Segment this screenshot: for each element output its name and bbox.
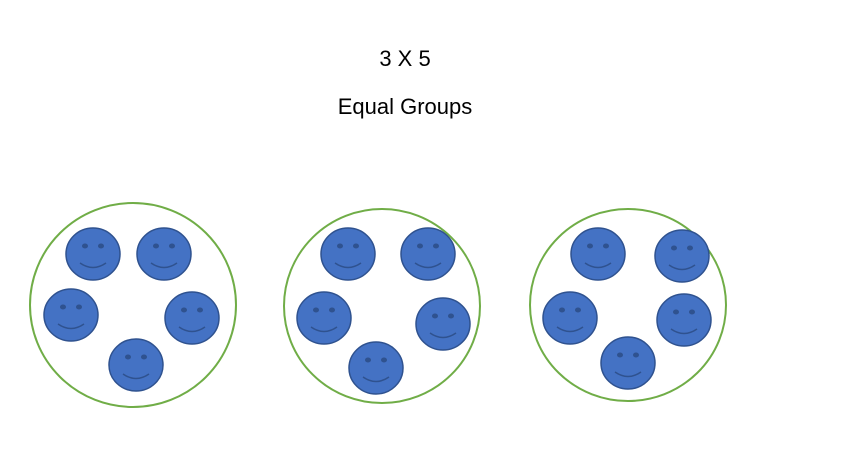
smiley-head <box>164 291 220 345</box>
smiley-eye <box>633 352 639 358</box>
smiley-head <box>348 341 404 395</box>
smiley-face-icon <box>656 293 712 347</box>
smiley-eye <box>181 307 187 313</box>
smiley-mouth <box>334 262 362 269</box>
smiley-eye <box>417 243 423 249</box>
smiley-eye <box>448 313 454 319</box>
smiley-mouth <box>79 262 107 269</box>
smiley-head <box>656 293 712 347</box>
group-circle <box>529 208 727 402</box>
smiley-face-icon <box>654 229 710 283</box>
smiley-head <box>654 229 710 283</box>
smiley-mouth <box>429 332 457 339</box>
smiley-eye <box>559 307 565 313</box>
group-1 <box>29 202 237 408</box>
group-2 <box>283 208 481 404</box>
smiley-eye <box>365 357 371 363</box>
smiley-head <box>415 297 471 351</box>
smiley-eye <box>337 243 343 249</box>
smiley-mouth <box>584 262 612 269</box>
smiley-mouth <box>614 371 642 378</box>
smiley-eye <box>329 307 335 313</box>
smiley-eye <box>353 243 359 249</box>
smiley-eye <box>60 304 66 310</box>
smiley-face-icon <box>296 291 352 345</box>
smiley-eye <box>153 243 159 249</box>
smiley-eye <box>617 352 623 358</box>
smiley-face-icon <box>400 227 456 281</box>
smiley-mouth <box>414 262 442 269</box>
equal-groups-subtitle: Equal Groups <box>337 94 473 119</box>
smiley-head <box>570 227 626 281</box>
smiley-eye <box>141 354 147 360</box>
smiley-mouth <box>362 376 390 383</box>
smiley-eye <box>673 309 679 315</box>
smiley-face-icon <box>542 291 598 345</box>
smiley-eye <box>82 243 88 249</box>
smiley-mouth <box>178 326 206 333</box>
smiley-eye <box>689 309 695 315</box>
smiley-eye <box>98 243 104 249</box>
smiley-face-icon <box>600 336 656 390</box>
smiley-mouth <box>122 373 150 380</box>
smiley-eye <box>381 357 387 363</box>
smiley-eye <box>125 354 131 360</box>
smiley-mouth <box>670 328 698 335</box>
smiley-face-icon <box>43 288 99 342</box>
group-3 <box>529 208 727 402</box>
smiley-face-icon <box>136 227 192 281</box>
group-circle <box>29 202 237 408</box>
smiley-head <box>400 227 456 281</box>
smiley-eye <box>76 304 82 310</box>
smiley-face-icon <box>570 227 626 281</box>
smiley-mouth <box>310 326 338 333</box>
smiley-mouth <box>57 323 85 330</box>
smiley-eye <box>671 245 677 251</box>
expression-title: 3 X 5 <box>379 46 431 71</box>
smiley-face-icon <box>108 338 164 392</box>
group-circle <box>283 208 481 404</box>
smiley-eye <box>169 243 175 249</box>
smiley-face-icon <box>348 341 404 395</box>
smiley-head <box>43 288 99 342</box>
smiley-face-icon <box>164 291 220 345</box>
smiley-eye <box>432 313 438 319</box>
smiley-eye <box>575 307 581 313</box>
smiley-eye <box>197 307 203 313</box>
smiley-eye <box>603 243 609 249</box>
smiley-head <box>296 291 352 345</box>
smiley-eye <box>587 243 593 249</box>
smiley-head <box>65 227 121 281</box>
smiley-face-icon <box>320 227 376 281</box>
smiley-head <box>320 227 376 281</box>
smiley-mouth <box>150 262 178 269</box>
smiley-eye <box>433 243 439 249</box>
smiley-head <box>108 338 164 392</box>
smiley-head <box>136 227 192 281</box>
smiley-face-icon <box>415 297 471 351</box>
smiley-eye <box>687 245 693 251</box>
smiley-head <box>600 336 656 390</box>
smiley-mouth <box>668 264 696 271</box>
smiley-eye <box>313 307 319 313</box>
smiley-face-icon <box>65 227 121 281</box>
smiley-mouth <box>556 326 584 333</box>
smiley-head <box>542 291 598 345</box>
